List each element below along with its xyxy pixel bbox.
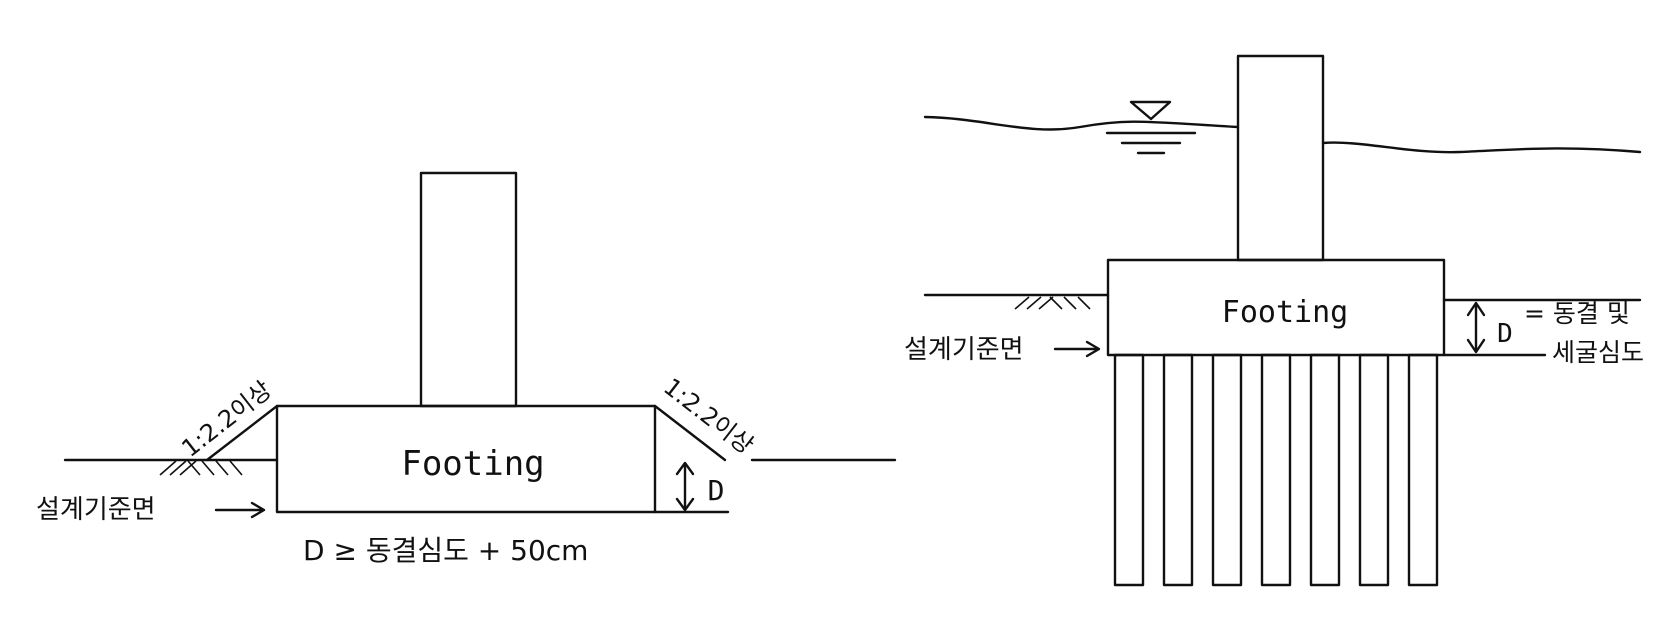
- excavation-slope-right: [653, 404, 727, 462]
- datum-label: 설계기준면: [36, 495, 156, 525]
- pile-depth-symbol: D: [1497, 319, 1513, 349]
- pile: [1358, 353, 1390, 587]
- pile: [1211, 353, 1243, 587]
- pile-depth-desc-line1: = 동결 및: [1524, 299, 1630, 328]
- water-level-symbol: [1105, 100, 1197, 155]
- pile: [1162, 353, 1194, 587]
- pile: [1407, 353, 1439, 587]
- pier-column: [1236, 54, 1325, 262]
- datum-arrow: [214, 501, 266, 519]
- pile-depth-desc-line2: 세굴심도: [1552, 338, 1644, 367]
- piles: [1113, 353, 1439, 587]
- water-surface-left: [923, 115, 1240, 131]
- pile-datum-arrow: [1053, 340, 1101, 358]
- pile: [1309, 353, 1341, 587]
- ground-hatch-left: [159, 460, 243, 476]
- footing: [275, 404, 657, 514]
- pile-datum-label: 설계기준면: [904, 335, 1024, 365]
- depth-dimension: [675, 461, 695, 512]
- depth-formula: D ≥ 동결심도 + 50cm: [303, 534, 588, 567]
- pile-footing-label: Footing: [1222, 295, 1348, 330]
- ground-hatch-right: [1014, 296, 1091, 310]
- column: [419, 171, 518, 408]
- pile: [1260, 353, 1292, 587]
- pile: [1113, 353, 1145, 587]
- pile-footing-diagram: Footing D = 동결 및 세굴심도 설계기준면: [904, 54, 1644, 587]
- pile-depth-dimension: [1466, 301, 1486, 354]
- depth-symbol: D: [708, 474, 725, 507]
- footing-label: Footing: [401, 444, 544, 484]
- spread-footing-diagram: Footing 1:2.2이상 1:2.2이상 D 설계기준면: [36, 171, 897, 567]
- excavation-slope-left: [205, 404, 279, 462]
- water-surface-right: [1321, 141, 1642, 154]
